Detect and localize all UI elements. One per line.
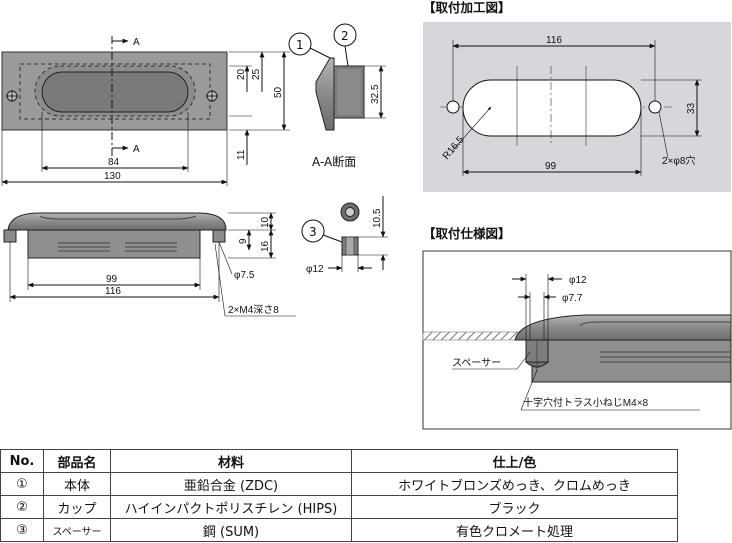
spec-screw-label: 十字穴付トラス小ねじM4×8 <box>523 396 649 409</box>
dim-130: 130 <box>104 171 121 182</box>
callout-3: 3 <box>309 225 317 239</box>
dim-50: 50 <box>273 86 284 98</box>
dim-10-5: 10.5 <box>372 208 383 228</box>
hole-dim-99: 99 <box>545 161 557 172</box>
cell-no: ② <box>0 495 44 519</box>
mounting-spec-title: 【取付仕様図】 <box>423 226 511 241</box>
cell-finish: ホワイトブロンズめっき、クロムめっき <box>351 472 678 496</box>
dim-84: 84 <box>108 157 120 168</box>
header-name: 部品名 <box>43 449 111 473</box>
dim-99: 99 <box>106 274 118 285</box>
header-material: 材料 <box>110 449 352 473</box>
section-aa-view: 32.5 1 2 A-A断面 <box>288 23 386 169</box>
spacer-view: 3 10.5 φ12 <box>301 196 388 275</box>
spec-dim-phi12: φ12 <box>569 275 587 286</box>
mounting-hole-title: 【取付加工図】 <box>423 0 511 15</box>
cell-material: 亜鉛合金 (ZDC) <box>110 472 352 496</box>
cell-name: スペーサー <box>43 518 111 542</box>
parts-table: No. 部品名 材料 仕上/色 ① 本体 亜鉛合金 (ZDC) ホワイトブロンズ… <box>0 449 678 542</box>
dim-116: 116 <box>105 286 121 297</box>
screw-hole-left <box>6 90 18 102</box>
dim-9: 9 <box>238 238 249 244</box>
spec-spacer-label: スペーサー <box>452 357 501 369</box>
dim-16: 16 <box>260 240 271 252</box>
cell-finish: ブラック <box>351 495 678 519</box>
table-row: ③ スペーサー 鋼 (SUM) 有色クロメート処理 <box>0 518 678 542</box>
dim-25: 25 <box>251 68 262 80</box>
cell-name: カップ <box>43 495 111 519</box>
dim-10: 10 <box>260 216 271 228</box>
cell-no: ① <box>0 472 44 496</box>
screw-hole-right <box>206 90 218 102</box>
table-row: ① 本体 亜鉛合金 (ZDC) ホワイトブロンズめっき、クロムめっき <box>0 472 678 496</box>
dim-20: 20 <box>236 68 247 80</box>
dim-m4-depth8: 2×M4深さ8 <box>228 304 279 316</box>
hole-dim-2x-phi8: 2×φ8穴 <box>662 154 695 167</box>
header-no: No. <box>0 449 44 473</box>
side-view: 10 9 16 φ7.5 99 116 2×M4深さ8 <box>3 212 296 317</box>
dim-11: 11 <box>236 149 247 160</box>
mounting-spec-drawing: 【取付仕様図】 φ12 φ7.7 スペーサー 十字穴付トラス小ねじM4×8 <box>422 226 732 430</box>
mounting-hole-drawing: 【取付加工図】 116 33 99 R16.5 2×φ8穴 <box>423 0 731 192</box>
table-row: ② カップ ハイインパクトポリスチレン (HIPS) ブラック <box>0 495 678 519</box>
callout-2: 2 <box>341 29 349 43</box>
section-mark-top: A <box>133 37 140 48</box>
dim-phi-7-5: φ7.5 <box>234 270 255 281</box>
spec-dim-phi7-7: φ7.7 <box>562 293 583 304</box>
section-aa-title: A-A断面 <box>312 154 356 169</box>
dim-32-5: 32.5 <box>370 84 381 104</box>
hole-dim-33: 33 <box>686 102 697 114</box>
parts-table-header: No. 部品名 材料 仕上/色 <box>0 449 678 473</box>
cell-no: ③ <box>0 518 44 542</box>
dim-phi-12: φ12 <box>306 264 324 275</box>
cup-ribs <box>58 242 177 252</box>
front-view: A A 20 25 50 11 84 130 <box>1 36 290 186</box>
hole-dim-116: 116 <box>546 35 562 46</box>
cell-material: ハイインパクトポリスチレン (HIPS) <box>110 495 352 519</box>
cell-finish: 有色クロメート処理 <box>351 518 678 542</box>
callout-1: 1 <box>296 38 304 52</box>
cell-name: 本体 <box>43 472 111 496</box>
cell-material: 鋼 (SUM) <box>110 518 352 542</box>
header-finish: 仕上/色 <box>351 449 678 473</box>
section-mark-bottom: A <box>133 144 140 155</box>
